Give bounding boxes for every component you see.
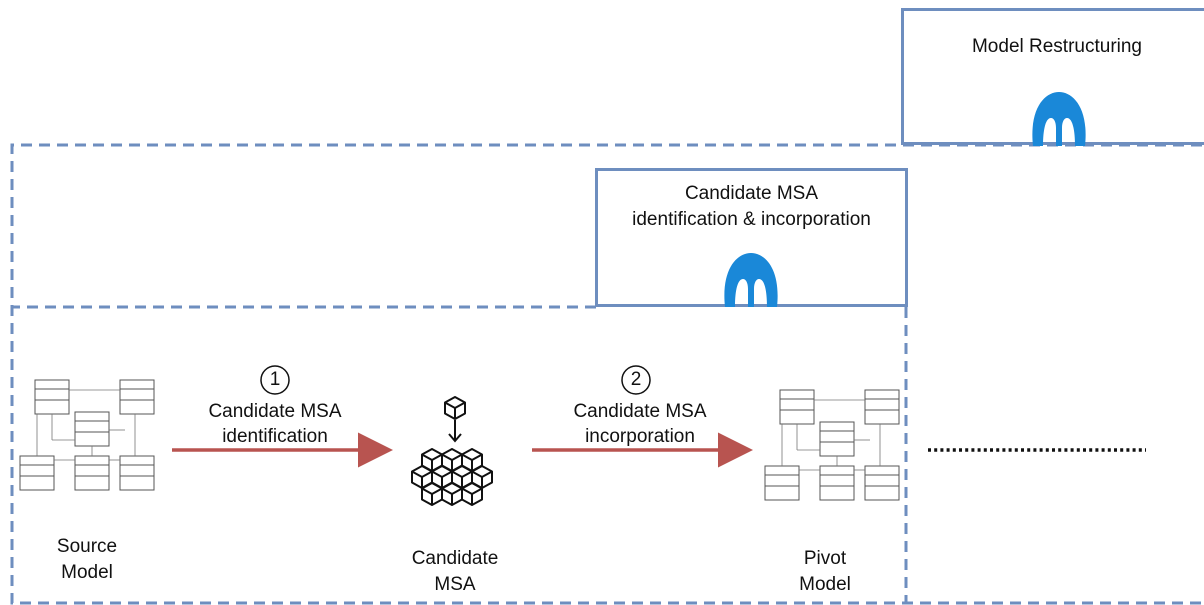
step-1-circle xyxy=(260,365,290,395)
inner-dashed-frame xyxy=(12,305,908,603)
microservices-cubes-icon xyxy=(411,448,493,506)
msa-stage-box: Candidate MSA identification & incorpora… xyxy=(595,168,908,307)
candidate-msa-label-line1: Candidate xyxy=(411,548,499,569)
step-1-label-line2: identification xyxy=(222,426,328,447)
step-1-label-line1: Candidate MSA xyxy=(208,401,342,422)
step-2-label-line2: incorporation xyxy=(585,426,695,447)
pivot-model-label-line2: Model xyxy=(799,574,851,595)
model-restructuring-title: Model Restructuring xyxy=(971,36,1143,57)
step-1-number: 1 xyxy=(269,369,281,390)
outer-dashed-frame xyxy=(10,143,1202,605)
source-model-label-line2: Model xyxy=(61,562,113,583)
step-2-number: 2 xyxy=(630,369,642,390)
step-2-circle xyxy=(621,365,651,395)
pivot-model-diagram xyxy=(764,389,900,501)
model-restructuring-box: Model Restructuring xyxy=(901,8,1204,146)
single-cube-icon xyxy=(444,396,466,420)
msa-stage-title-line1: Candidate MSA xyxy=(684,183,819,204)
candidate-msa-label-line2: MSA xyxy=(434,574,476,595)
pivot-model-label-line1: Pivot xyxy=(803,548,847,569)
source-model-diagram xyxy=(19,379,155,491)
mendeley-logo-icon xyxy=(724,253,778,307)
source-model-label-line1: Source xyxy=(56,536,118,557)
msa-stage-title-line2: identification & incorporation xyxy=(632,209,871,230)
mendeley-logo-icon xyxy=(1032,92,1086,146)
step-2-label-line1: Candidate MSA xyxy=(573,401,707,422)
